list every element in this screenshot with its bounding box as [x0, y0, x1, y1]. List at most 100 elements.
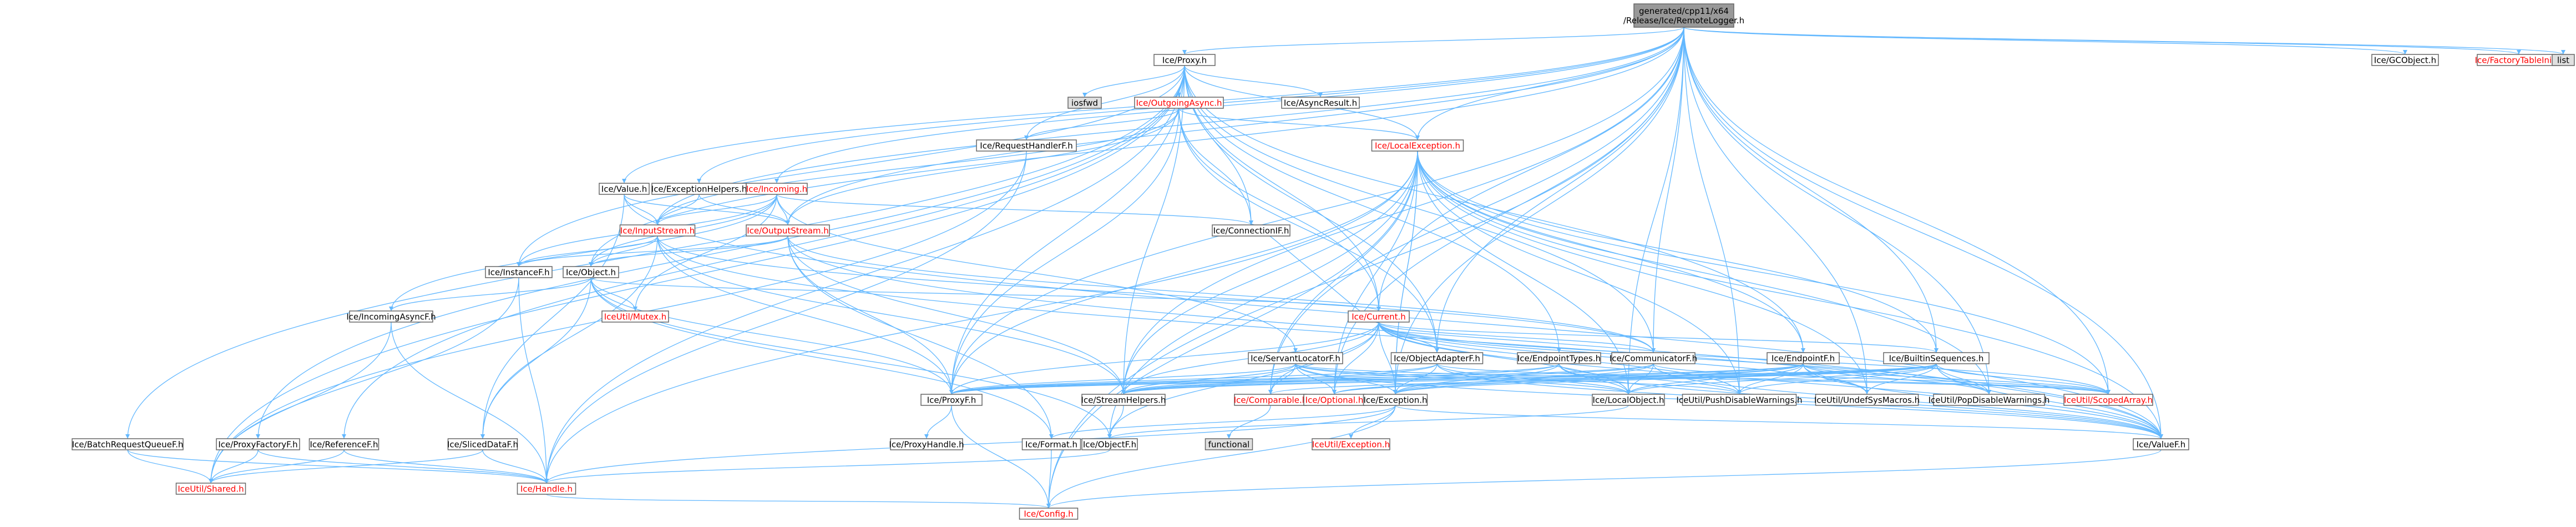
node-communicatorf_h[interactable]: Ice/CommunicatorF.h	[1610, 352, 1697, 364]
edge-exceptionhelpers_h-to-outputstream_h	[699, 194, 788, 225]
edge-incoming_h-to-connectionif_h	[776, 194, 1252, 225]
edge-object_h-to-slicedataf_h	[482, 277, 591, 439]
edge-arrowhead	[1024, 135, 1029, 140]
node-exceptionhelpers_h[interactable]: Ice/ExceptionHelpers.h	[651, 183, 747, 195]
node-objectf_h[interactable]: Ice/ObjectF.h	[1081, 438, 1138, 450]
edge-incoming_h-to-mutex_h	[635, 194, 777, 312]
node-builtinsequences_h[interactable]: Ice/BuiltinSequences.h	[1883, 352, 1990, 364]
node-proxyhandle_h[interactable]: Ice/ProxyHandle.h	[889, 438, 964, 450]
node-shared_h[interactable]: IceUtil/Shared.h	[175, 483, 246, 495]
node-label: Ice/AsyncResult.h	[1284, 98, 1357, 108]
node-connectionif_h[interactable]: Ice/ConnectionIF.h	[1212, 224, 1290, 237]
edge-outgoingasync_h-to-proxyf_h	[951, 108, 1180, 395]
edge-incoming_h-to-incomingasyncf_h	[391, 194, 777, 312]
edge-value_h-to-slicedataf_h	[482, 194, 625, 439]
node-exception_h[interactable]: Ice/Exception.h	[1363, 394, 1428, 406]
edge-localexception_h-to-config_h	[1048, 150, 1418, 509]
node-list[interactable]: list	[2552, 54, 2575, 66]
node-streamhelpers_h[interactable]: Ice/StreamHelpers.h	[1081, 394, 1166, 406]
node-proxyfactoryf_h[interactable]: Ice/ProxyFactoryF.h	[216, 438, 300, 450]
edge-arrowhead	[1737, 390, 1742, 394]
edge-localexception_h-to-streamhelpers_h	[1123, 150, 1418, 395]
node-config_h[interactable]: Ice/Config.h	[1019, 508, 1079, 520]
node-undefsysmacros_h[interactable]: IceUtil/UndefSysMacros.h	[1814, 394, 1920, 406]
node-box	[1517, 352, 1601, 364]
edge-arrowhead	[1332, 390, 1337, 394]
node-endpointf_h[interactable]: Ice/EndpointF.h	[1767, 352, 1840, 364]
edge-arrowhead	[1415, 135, 1420, 140]
edge-comparable_h-to-functional	[1228, 405, 1271, 439]
node-value_h[interactable]: Ice/Value.h	[599, 183, 650, 195]
node-box	[349, 310, 433, 323]
edge-arrowhead	[389, 307, 393, 311]
node-incoming_h[interactable]: Ice/Incoming.h	[746, 183, 808, 195]
node-scopedarray_h[interactable]: IceUtil/ScopedArray.h	[2063, 394, 2153, 406]
node-format_h[interactable]: Ice/Format.h	[1021, 438, 1081, 450]
node-factorytableinit_h[interactable]: Ice/FactoryTableInit.h	[2475, 54, 2563, 66]
node-proxyf_h[interactable]: Ice/ProxyF.h	[920, 394, 983, 406]
node-localobject_h[interactable]: Ice/LocalObject.h	[1592, 394, 1665, 406]
node-asyncresult_h[interactable]: Ice/AsyncResult.h	[1281, 97, 1360, 109]
node-box	[976, 139, 1077, 152]
node-object_h[interactable]: Ice/Object.h	[563, 266, 619, 278]
edge-root-to-localexception_h	[1417, 27, 1684, 140]
node-box	[175, 483, 246, 495]
node-box	[308, 438, 379, 450]
node-box	[1363, 394, 1428, 406]
node-outgoingasync_h[interactable]: Ice/OutgoingAsync.h	[1134, 97, 1224, 109]
edge-exception_h-to-handle_h	[546, 405, 1396, 484]
node-outputstream_h[interactable]: Ice/OutputStream.h	[746, 224, 830, 237]
node-pushdisablewarnings_h[interactable]: IceUtil/PushDisableWarnings.h	[1676, 394, 1803, 406]
node-label: IceUtil/ScopedArray.h	[2064, 395, 2153, 405]
edge-arrowhead	[1376, 307, 1381, 311]
node-label: Ice/ObjectF.h	[1083, 440, 1136, 450]
edge-instancef_h-to-handle_h	[518, 277, 547, 484]
node-servantlocatorf_h[interactable]: Ice/ServantLocatorF.h	[1248, 352, 1343, 364]
edge-current_h-to-connectionif_h	[1251, 224, 1379, 323]
edge-objectadapterf_h-to-exception_h	[1395, 363, 1438, 395]
node-iosfwd[interactable]: iosfwd	[1067, 97, 1102, 109]
node-instancef_h[interactable]: Ice/InstanceF.h	[485, 266, 553, 278]
node-label: Ice/Config.h	[1024, 509, 1073, 519]
node-endpointtypes_h[interactable]: Ice/EndpointTypes.h	[1517, 352, 1601, 364]
edge-outputstream_h-to-format_h	[787, 235, 1052, 439]
edge-arrowhead	[1107, 434, 1112, 439]
node-box	[1348, 310, 1410, 323]
node-box	[1081, 438, 1138, 450]
edge-incomingasyncf_h-to-shared_h	[210, 322, 392, 484]
node-mutex_h[interactable]: IceUtil/Mutex.h	[601, 310, 669, 323]
edge-localexception_h-to-optional_h	[1334, 150, 1418, 395]
node-comparable_h[interactable]: Ice/Comparable.h	[1234, 394, 1307, 406]
node-utilexception_h[interactable]: IceUtil/Exception.h	[1312, 438, 1390, 450]
edge-incomingasyncf_h-to-handle_h	[391, 322, 547, 484]
node-valuef_h[interactable]: Ice/ValueF.h	[2133, 438, 2189, 450]
edge-arrowhead	[1268, 390, 1273, 394]
node-objectadapterf_h[interactable]: Ice/ObjectAdapterF.h	[1390, 352, 1484, 364]
edge-localexception_h-to-handle_h	[546, 150, 1418, 484]
node-referencef_h[interactable]: Ice/ReferenceF.h	[308, 438, 379, 450]
node-proxy_h[interactable]: Ice/Proxy.h	[1153, 54, 1216, 66]
node-label: Ice/Current.h	[1352, 312, 1406, 322]
node-functional[interactable]: functional	[1205, 438, 1253, 450]
node-localexception_h[interactable]: Ice/LocalException.h	[1371, 139, 1464, 152]
node-current_h[interactable]: Ice/Current.h	[1348, 310, 1410, 323]
node-optional_h[interactable]: Ice/Optional.h	[1303, 394, 1365, 406]
node-root[interactable]: generated/cpp11/x64/Release/Ice/RemoteLo…	[1623, 3, 1744, 28]
edge-servantlocatorf_h-to-scopedarray_h	[1295, 363, 2109, 395]
node-slicedataf_h[interactable]: Ice/SlicedDataF.h	[447, 438, 518, 450]
edge-arrowhead	[1349, 434, 1353, 439]
edge-root-to-current_h	[1378, 27, 1684, 312]
node-box	[1815, 394, 1919, 406]
node-box	[619, 224, 696, 237]
node-inputstream_h[interactable]: Ice/InputStream.h	[619, 224, 696, 237]
edge-inputstream_h-to-instancef_h	[518, 235, 658, 267]
node-handle_h[interactable]: Ice/Handle.h	[517, 483, 576, 495]
node-requesthandlerf_h[interactable]: Ice/RequestHandlerF.h	[976, 139, 1077, 152]
node-popdisablewarnings_h[interactable]: IceUtil/PopDisableWarnings.h	[1929, 394, 2050, 406]
edge-arrowhead	[655, 220, 660, 225]
node-gcobject_h[interactable]: Ice/GCObject.h	[2371, 54, 2439, 66]
node-batchrequestqueuef_h[interactable]: Ice/BatchRequestQueueF.h	[72, 438, 184, 450]
node-incomingasyncf_h[interactable]: Ice/IncomingAsyncF.h	[346, 310, 436, 323]
node-label: Ice/Proxy.h	[1162, 56, 1207, 66]
